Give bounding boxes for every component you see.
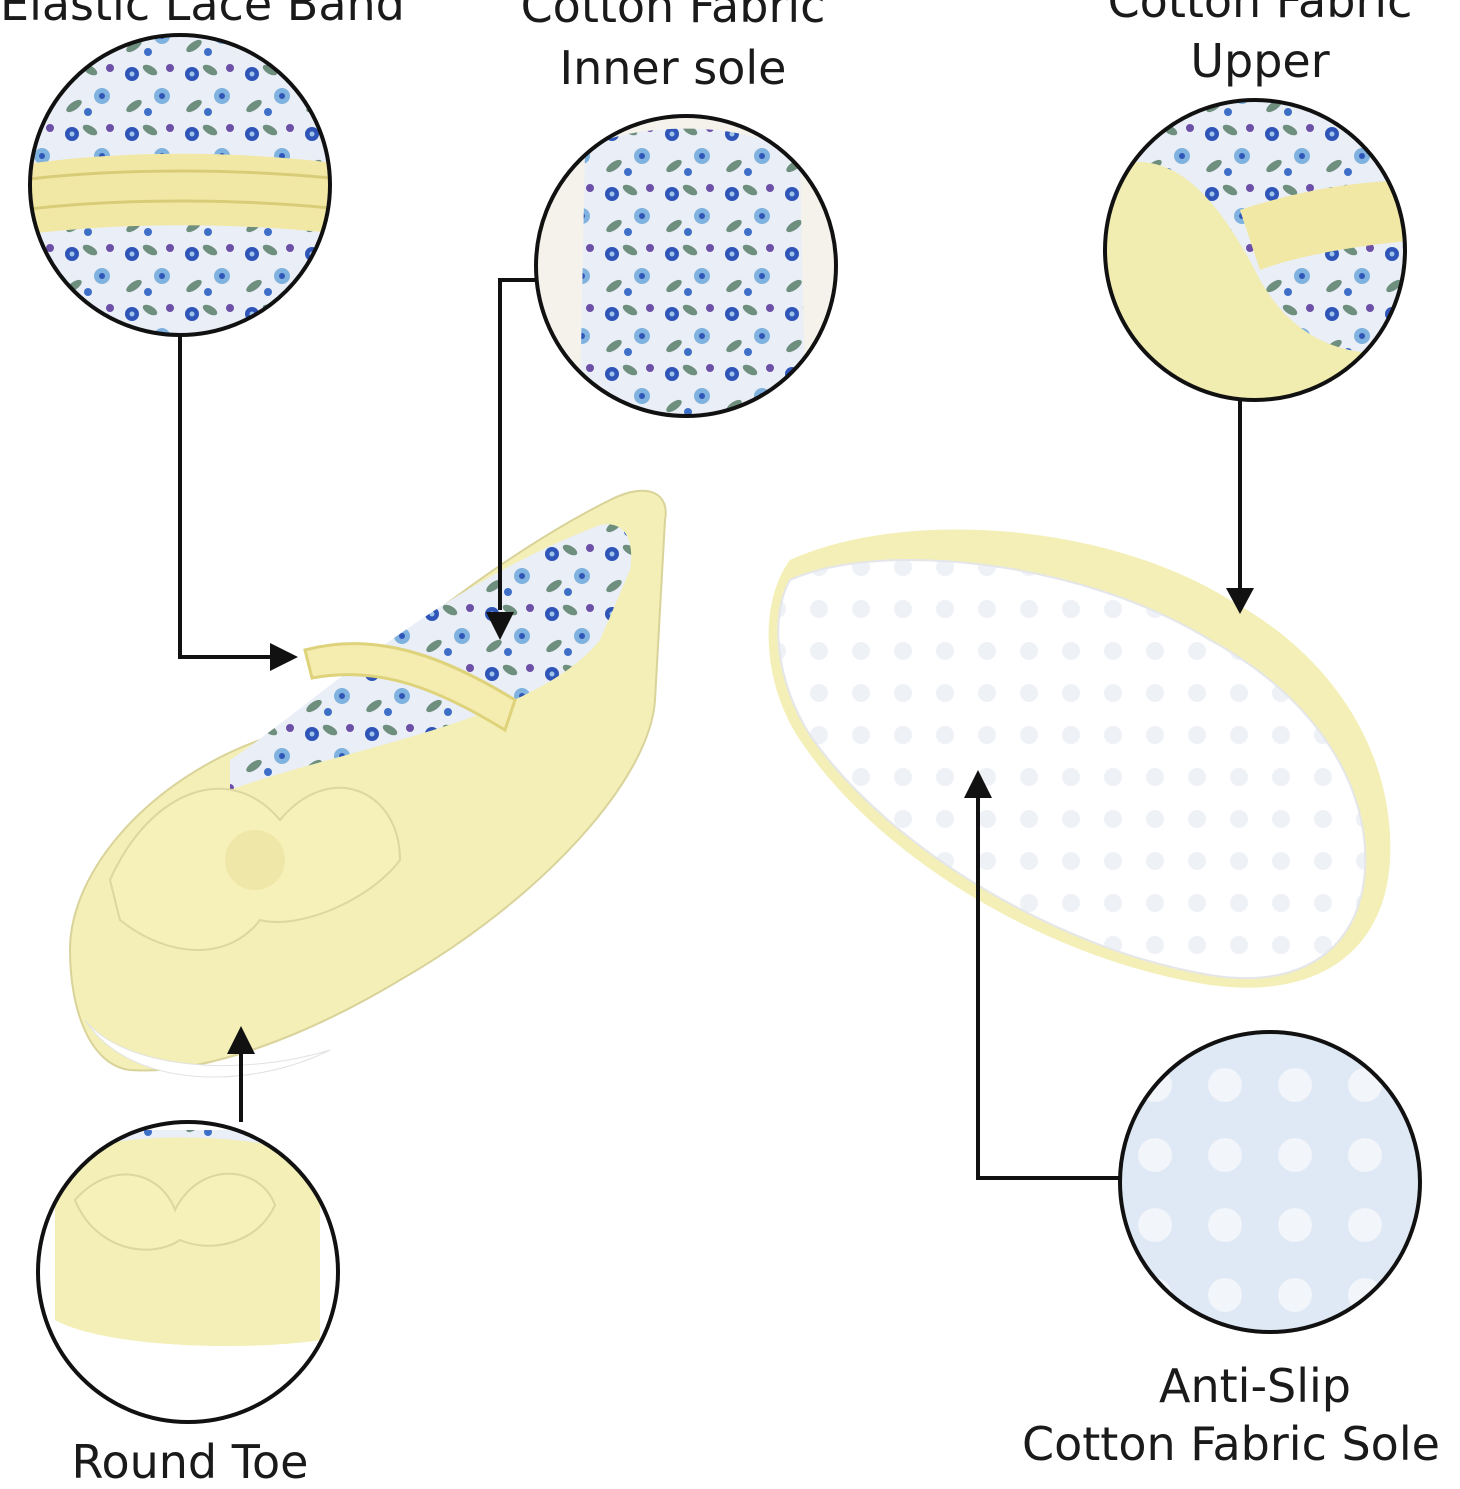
label-upper-line2: Upper bbox=[1190, 34, 1330, 88]
zoom-elastic-band bbox=[30, 35, 330, 335]
zoom-round-toe bbox=[38, 1122, 338, 1422]
label-inner-sole-line1: Cotton Fabric bbox=[520, 0, 826, 33]
label-anti-slip-line2: Cotton Fabric Sole bbox=[1022, 1417, 1440, 1471]
label-anti-slip-line1: Anti-Slip bbox=[1159, 1359, 1351, 1413]
zoom-inner-sole bbox=[536, 116, 836, 416]
label-inner-sole-line2: Inner sole bbox=[559, 41, 787, 95]
label-upper-line1: Cotton Fabric bbox=[1107, 0, 1413, 28]
arrow-heads bbox=[227, 588, 1254, 1054]
left-shoe bbox=[68, 489, 667, 1078]
zoom-anti-slip bbox=[1120, 1032, 1420, 1332]
connector-lines bbox=[178, 278, 1242, 1180]
label-round-toe: Round Toe bbox=[71, 1435, 309, 1489]
label-elastic-band: Elastic Lace Band bbox=[0, 0, 405, 31]
zoom-upper bbox=[1105, 100, 1405, 400]
right-sole bbox=[768, 529, 1391, 988]
